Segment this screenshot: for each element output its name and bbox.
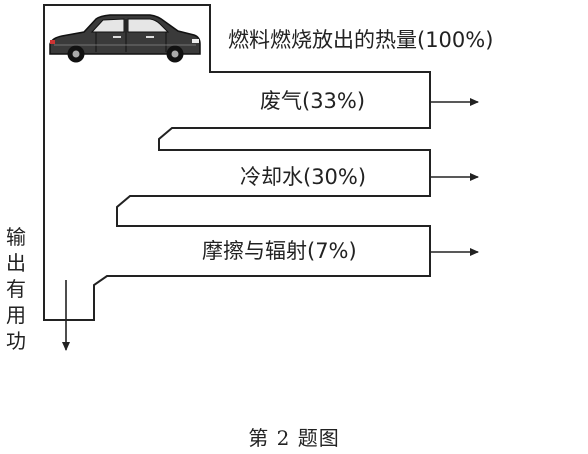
figure-caption: 第 2 题图 xyxy=(248,426,340,450)
useful-work-label: 输出有用功 xyxy=(6,225,26,353)
total-heat-label: 燃料燃烧放出的热量(100%) xyxy=(228,28,494,52)
friction-radiation-label: 摩擦与辐射(7%) xyxy=(202,239,357,263)
cooling-water-label: 冷却水(30%) xyxy=(240,165,367,189)
car-icon xyxy=(49,14,201,63)
flow-outline xyxy=(43,4,431,321)
exhaust-label: 废气(33%) xyxy=(260,89,366,113)
